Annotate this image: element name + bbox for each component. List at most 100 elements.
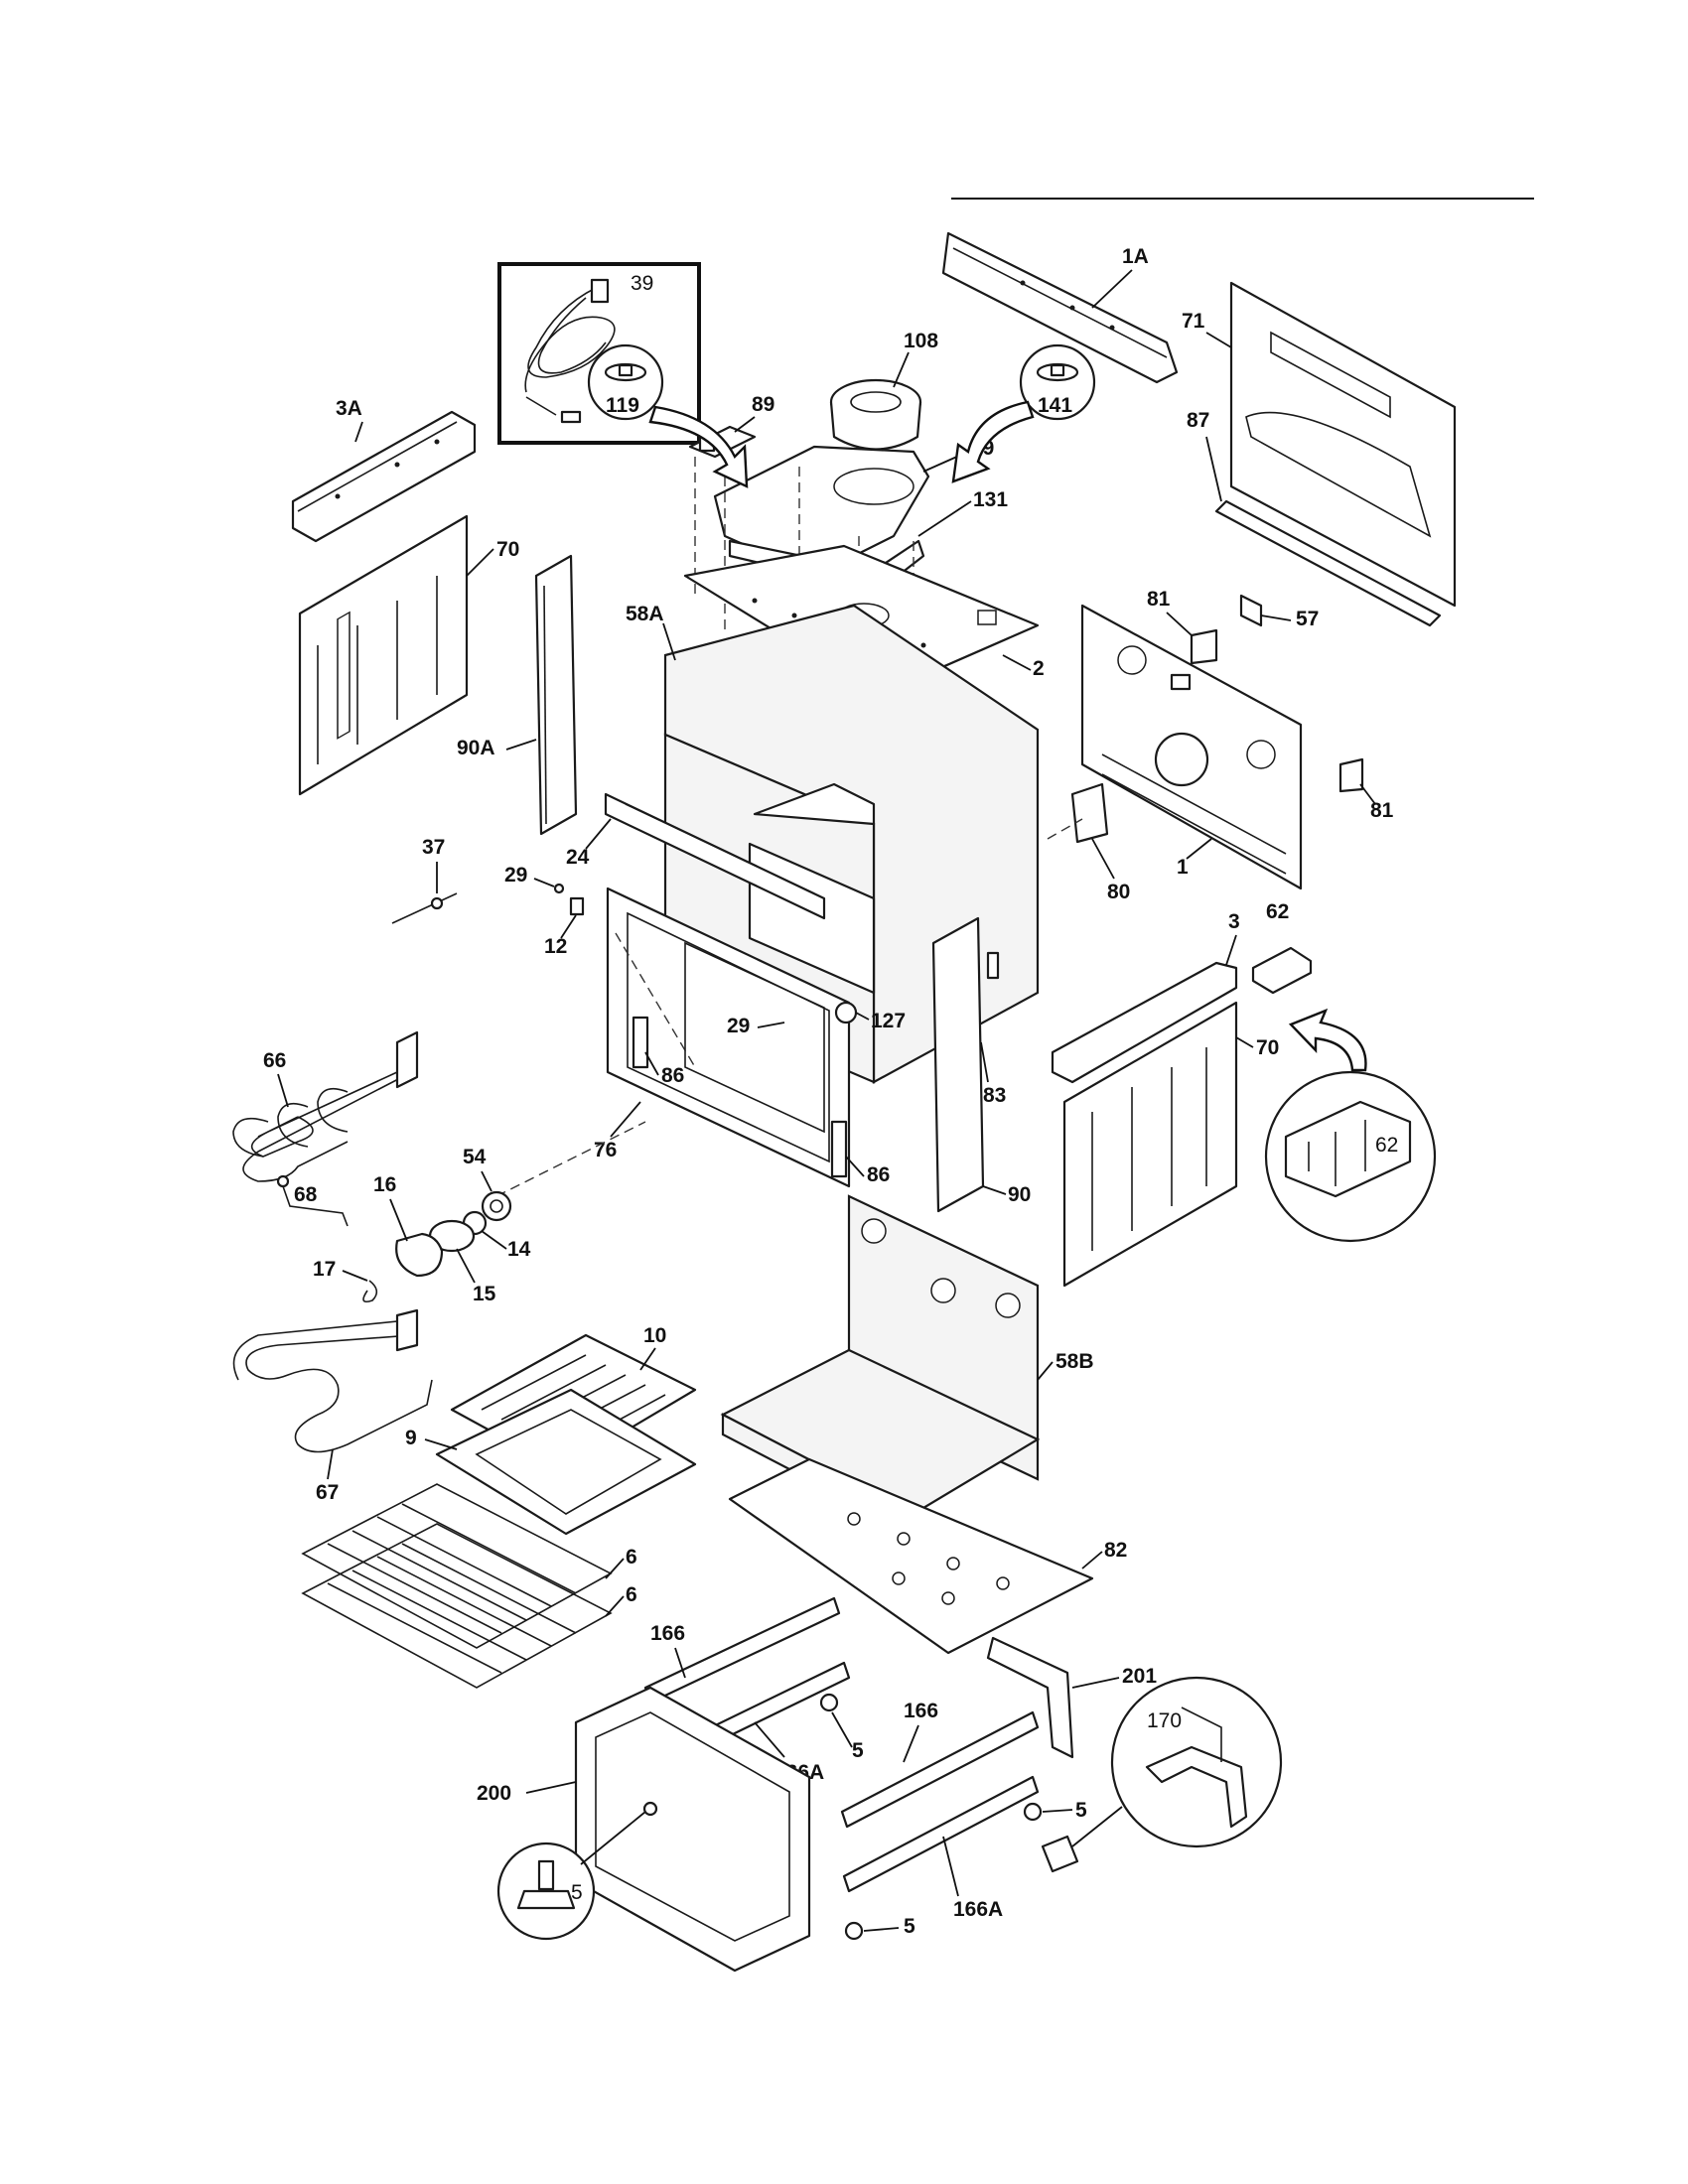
part-1-rear-wall: 1 xyxy=(1080,604,1303,890)
part-29-screw-upper: 29 xyxy=(504,864,565,894)
part-17-wire: 17 xyxy=(313,1258,378,1303)
callout-2: 2 xyxy=(1033,657,1045,680)
part-141-thermostat-callout: 141 xyxy=(951,343,1096,483)
callout-166-left: 166 xyxy=(650,1622,685,1645)
callout-1: 1 xyxy=(1177,856,1189,879)
callout-14: 14 xyxy=(507,1238,531,1261)
callout-58A: 58A xyxy=(626,603,664,625)
callout-3: 3 xyxy=(1228,910,1240,933)
callout-201: 201 xyxy=(1122,1665,1157,1688)
callout-16: 16 xyxy=(373,1173,396,1196)
callout-166A-right: 166A xyxy=(953,1898,1003,1921)
part-67-bake-element: 67 xyxy=(232,1308,433,1504)
callout-67: 67 xyxy=(316,1481,339,1504)
callout-86-upper: 86 xyxy=(661,1064,684,1087)
part-170-bracket-detail: 170 xyxy=(1041,1676,1283,1873)
part-119-thermostat-callout: 119 xyxy=(587,343,749,488)
part-57-plate: 57 xyxy=(1239,594,1319,630)
part-81-clip-upper: 81 xyxy=(1147,588,1218,665)
part-5-leveler-upper: 5 xyxy=(819,1693,864,1762)
part-201-bracket: 201 xyxy=(986,1636,1157,1759)
callout-200: 200 xyxy=(477,1782,511,1805)
part-81-clip-lower: 81 xyxy=(1338,757,1394,822)
part-82-base-plate: 82 xyxy=(728,1457,1127,1655)
part-14-lamp-bulb: 14 xyxy=(462,1210,531,1261)
callout-127: 127 xyxy=(871,1010,906,1032)
part-166-rail-right: 166 xyxy=(840,1700,1040,1829)
part-86-hinge-upper: 86 xyxy=(632,1016,684,1087)
callout-86-lower: 86 xyxy=(867,1163,890,1186)
callout-5-right: 5 xyxy=(1075,1799,1087,1822)
callout-68: 68 xyxy=(294,1183,318,1206)
callout-3A: 3A xyxy=(336,397,362,420)
callout-82: 82 xyxy=(1104,1539,1127,1562)
callout-39: 39 xyxy=(631,272,653,295)
callout-5-bottom: 5 xyxy=(904,1915,915,1938)
callout-1A: 1A xyxy=(1122,245,1149,268)
part-68-clip: 68 xyxy=(276,1174,349,1227)
callout-71: 71 xyxy=(1182,310,1205,333)
part-166A-rail-right: 166A xyxy=(842,1775,1040,1921)
callout-6-upper: 6 xyxy=(626,1546,637,1569)
callout-119: 119 xyxy=(606,394,639,417)
callout-5-upper: 5 xyxy=(852,1739,864,1762)
callout-81-upper: 81 xyxy=(1147,588,1171,611)
part-54-lamp-socket: 54 xyxy=(463,1146,512,1222)
callout-81-lower: 81 xyxy=(1370,799,1394,822)
callout-12: 12 xyxy=(544,935,567,958)
callout-29-lower: 29 xyxy=(727,1015,750,1037)
part-5-leveler-bottom: 5 xyxy=(844,1915,915,1941)
part-12-clip: 12 xyxy=(544,896,585,958)
part-70-right-side-panel: 70 xyxy=(1062,1001,1279,1288)
part-3A-bracket: 3A xyxy=(291,397,477,543)
callout-57: 57 xyxy=(1296,608,1319,630)
callout-62-upper: 62 xyxy=(1266,900,1289,923)
callout-6-lower: 6 xyxy=(626,1583,637,1606)
part-6-oven-racks: 6 6 xyxy=(301,1483,637,1689)
callout-62-detail: 62 xyxy=(1375,1134,1398,1157)
callout-15: 15 xyxy=(473,1283,496,1305)
part-83-strip: 83 90 xyxy=(931,916,1031,1213)
part-37-sensor: 37 xyxy=(391,836,458,924)
callout-131: 131 xyxy=(973,488,1008,511)
part-71-rear-panel: 71 87 xyxy=(1182,281,1457,627)
part-108-fan-motor: 108 xyxy=(829,330,938,451)
part-3-bracket: 3 xyxy=(1051,910,1240,1084)
callout-17: 17 xyxy=(313,1258,336,1281)
callout-29-upper: 29 xyxy=(504,864,527,887)
callout-170: 170 xyxy=(1147,1709,1182,1732)
callout-83: 83 xyxy=(983,1084,1006,1107)
callout-90: 90 xyxy=(1008,1183,1031,1206)
part-5-leg-detail: 5 xyxy=(496,1801,658,1941)
callout-5-detail: 5 xyxy=(571,1881,583,1904)
callout-90A: 90A xyxy=(457,737,495,759)
callout-9: 9 xyxy=(405,1427,417,1449)
callout-54: 54 xyxy=(463,1146,487,1168)
callout-10: 10 xyxy=(643,1324,666,1347)
part-90A-strip: 90A xyxy=(457,554,578,836)
callout-108: 108 xyxy=(904,330,938,352)
callout-166-right: 166 xyxy=(904,1700,938,1722)
part-24-bracket: 24 xyxy=(566,792,826,920)
callout-89: 89 xyxy=(752,393,774,416)
part-1A-rail: 1A xyxy=(941,231,1179,384)
callout-70-right: 70 xyxy=(1256,1036,1279,1059)
part-80-bracket: 80 xyxy=(1070,782,1130,903)
callout-66: 66 xyxy=(263,1049,286,1072)
part-66-broil-element: 66 xyxy=(232,1030,419,1182)
part-16-lamp-cover: 16 xyxy=(373,1173,444,1278)
callout-76: 76 xyxy=(594,1139,617,1161)
oven-cavity-interior: 29 127 xyxy=(684,941,906,1134)
part-5-leveler-right: 5 xyxy=(1023,1799,1087,1822)
callout-141: 141 xyxy=(1038,394,1072,417)
callout-58B: 58B xyxy=(1055,1350,1094,1373)
callout-87: 87 xyxy=(1187,409,1209,432)
part-62-detail-callout: 62 xyxy=(1264,1008,1437,1243)
callout-37: 37 xyxy=(422,836,445,859)
callout-80: 80 xyxy=(1107,881,1130,903)
part-9-broil-pan: 9 xyxy=(405,1388,697,1536)
callout-70-left: 70 xyxy=(496,538,519,561)
part-70-left-side-panel: 70 xyxy=(298,514,519,796)
part-86-hinge-lower: 86 xyxy=(830,1120,890,1186)
